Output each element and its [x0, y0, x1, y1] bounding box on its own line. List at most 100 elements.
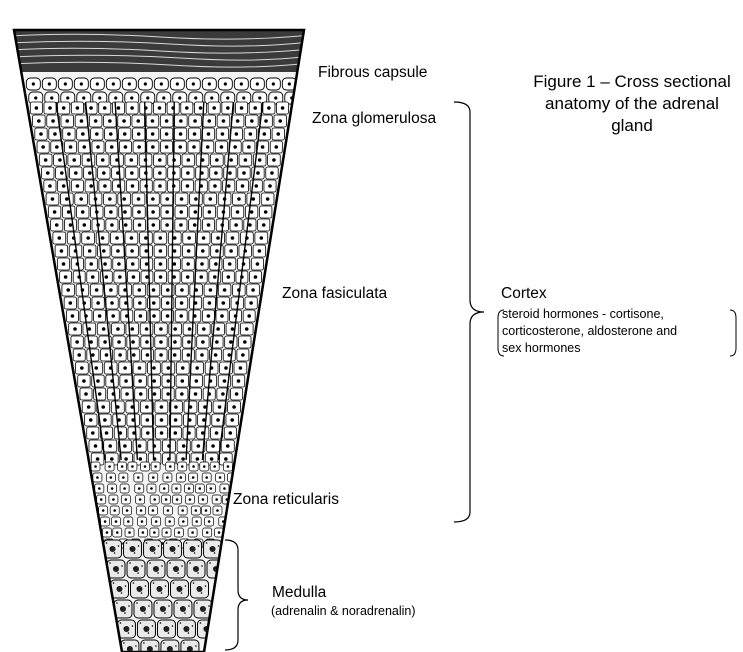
granule-dot: [193, 567, 195, 569]
cell-nucleus: [138, 301, 142, 305]
cell-nucleus: [235, 392, 239, 396]
cell-nucleus: [208, 210, 212, 214]
cell-nucleus: [249, 132, 253, 136]
cell-nucleus: [126, 509, 129, 512]
cell-nucleus: [123, 626, 129, 632]
granule-dot: [204, 612, 206, 614]
cell-nucleus: [96, 457, 100, 461]
cell-nucleus: [130, 171, 134, 175]
cell-nucleus: [276, 132, 280, 136]
cell-nucleus: [216, 327, 220, 331]
granule-dot: [152, 625, 154, 627]
cell-nucleus: [55, 145, 59, 149]
cell-nucleus: [103, 418, 107, 422]
cell-nucleus: [118, 275, 122, 279]
cell-nucleus: [137, 210, 141, 214]
cell-nucleus: [72, 158, 76, 162]
cell-nucleus: [105, 275, 109, 279]
cell-nucleus: [232, 405, 236, 409]
cell-nucleus: [88, 249, 92, 253]
cell-nucleus: [103, 106, 107, 110]
fibrous-capsule-layer: [0, 30, 320, 72]
cell-nucleus: [131, 465, 134, 468]
cell-nucleus: [64, 275, 68, 279]
cell-nucleus: [272, 82, 275, 85]
cell-nucleus: [168, 520, 171, 523]
cell-nucleus: [89, 262, 93, 266]
cell-nucleus: [130, 546, 136, 552]
granule-dot: [180, 622, 182, 624]
cell-nucleus: [82, 379, 86, 383]
cell-nucleus: [116, 531, 119, 534]
cell-nucleus: [110, 223, 114, 227]
cell-nucleus: [130, 249, 134, 253]
cell-nucleus: [206, 145, 210, 149]
granule-dot: [186, 542, 188, 544]
cell-nucleus: [158, 106, 162, 110]
cell-nucleus: [201, 249, 205, 253]
cell-nucleus: [151, 210, 155, 214]
cell-nucleus: [62, 106, 66, 110]
cell-nucleus: [105, 431, 109, 435]
cell-nucleus: [196, 457, 200, 461]
granule-dot: [144, 627, 146, 629]
cell-nucleus: [260, 236, 264, 240]
granule-dot: [133, 567, 135, 569]
cell-nucleus: [221, 392, 225, 396]
cell-nucleus: [117, 106, 121, 110]
cell-nucleus: [254, 275, 258, 279]
granule-dot: [124, 627, 126, 629]
cell-nucleus: [144, 249, 148, 253]
granule-dot: [193, 582, 195, 584]
cell-nucleus: [207, 223, 211, 227]
cell-nucleus: [104, 520, 107, 523]
cell-nucleus: [165, 498, 168, 501]
cell-nucleus: [48, 82, 51, 85]
cell-nucleus: [76, 106, 80, 110]
cell-nucleus: [152, 301, 156, 305]
cell-nucleus: [48, 184, 52, 188]
cell-nucleus: [116, 249, 120, 253]
granule-dot: [140, 607, 142, 609]
cell-nucleus: [169, 465, 172, 468]
cell-nucleus: [130, 106, 134, 110]
cell-nucleus: [270, 171, 274, 175]
cell-nucleus: [130, 327, 134, 331]
granule-dot: [160, 622, 162, 624]
granule-dot: [206, 542, 208, 544]
cell-nucleus: [243, 340, 247, 344]
cell-nucleus: [66, 96, 69, 99]
cell-nucleus: [178, 531, 181, 534]
cell-nucleus: [79, 197, 83, 201]
cell-nucleus: [146, 431, 150, 435]
cell-nucleus: [57, 236, 61, 240]
cell-nucleus: [200, 262, 204, 266]
cell-nucleus: [206, 531, 209, 534]
cell-nucleus: [89, 106, 93, 110]
cell-nucleus: [160, 82, 163, 85]
medulla-brace: [225, 540, 248, 650]
cell-nucleus: [124, 223, 128, 227]
granule-dot: [200, 607, 202, 609]
cell-nucleus: [194, 96, 197, 99]
cell-nucleus: [124, 457, 128, 461]
cell-nucleus: [96, 145, 100, 149]
cell-nucleus: [240, 82, 243, 85]
cell-nucleus: [112, 498, 115, 501]
cell-nucleus: [262, 223, 266, 227]
cell-nucleus: [158, 171, 162, 175]
cell-nucleus: [263, 132, 267, 136]
cell-nucleus: [151, 132, 155, 136]
granule-dot: [132, 625, 134, 627]
cell-nucleus: [123, 366, 127, 370]
granule-dot: [129, 562, 131, 564]
cell-nucleus: [69, 145, 73, 149]
cell-nucleus: [215, 340, 219, 344]
cell-nucleus: [132, 275, 136, 279]
cell-nucleus: [145, 327, 149, 331]
granule-dot: [209, 562, 211, 564]
granule-dot: [189, 562, 191, 564]
granule-dot: [164, 627, 166, 629]
cell-nucleus: [186, 171, 190, 175]
cell-nucleus: [115, 236, 119, 240]
